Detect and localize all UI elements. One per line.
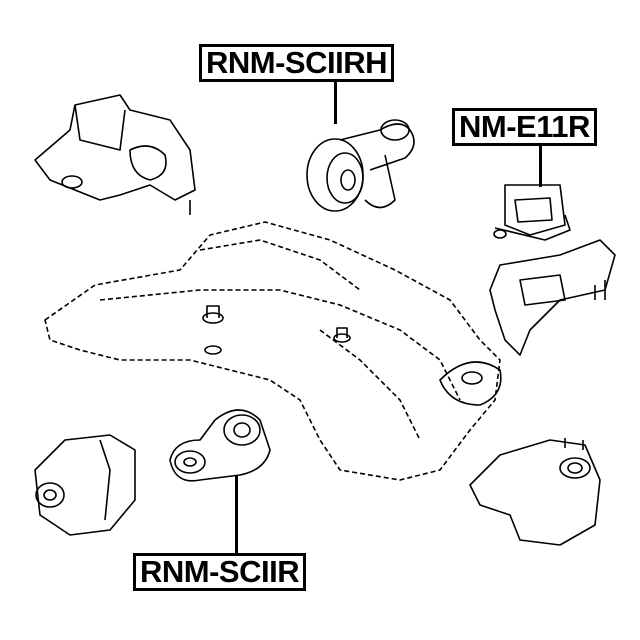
bottom-left-mount-drawing <box>34 434 136 536</box>
top-left-mount-drawing <box>34 94 196 215</box>
rnm-sciirh-mount-drawing <box>306 119 415 212</box>
leader-line-bottom <box>235 475 238 554</box>
subframe-drawing <box>44 221 501 481</box>
subframe-mounts <box>202 305 502 406</box>
bottom-right-bracket-drawing <box>469 438 601 546</box>
rnm-sciir-mount-drawing <box>169 409 271 482</box>
part-label-nm-e11r: NM-E11R <box>452 108 597 146</box>
leader-line-top <box>334 78 337 124</box>
right-bracket-drawing <box>489 239 616 356</box>
part-label-rnm-sciirh: RNM-SCIIRH <box>199 44 394 82</box>
part-label-rnm-sciir: RNM-SCIIR <box>133 553 307 591</box>
nm-e11r-mount-drawing <box>493 184 571 241</box>
leader-line-right <box>539 142 542 187</box>
